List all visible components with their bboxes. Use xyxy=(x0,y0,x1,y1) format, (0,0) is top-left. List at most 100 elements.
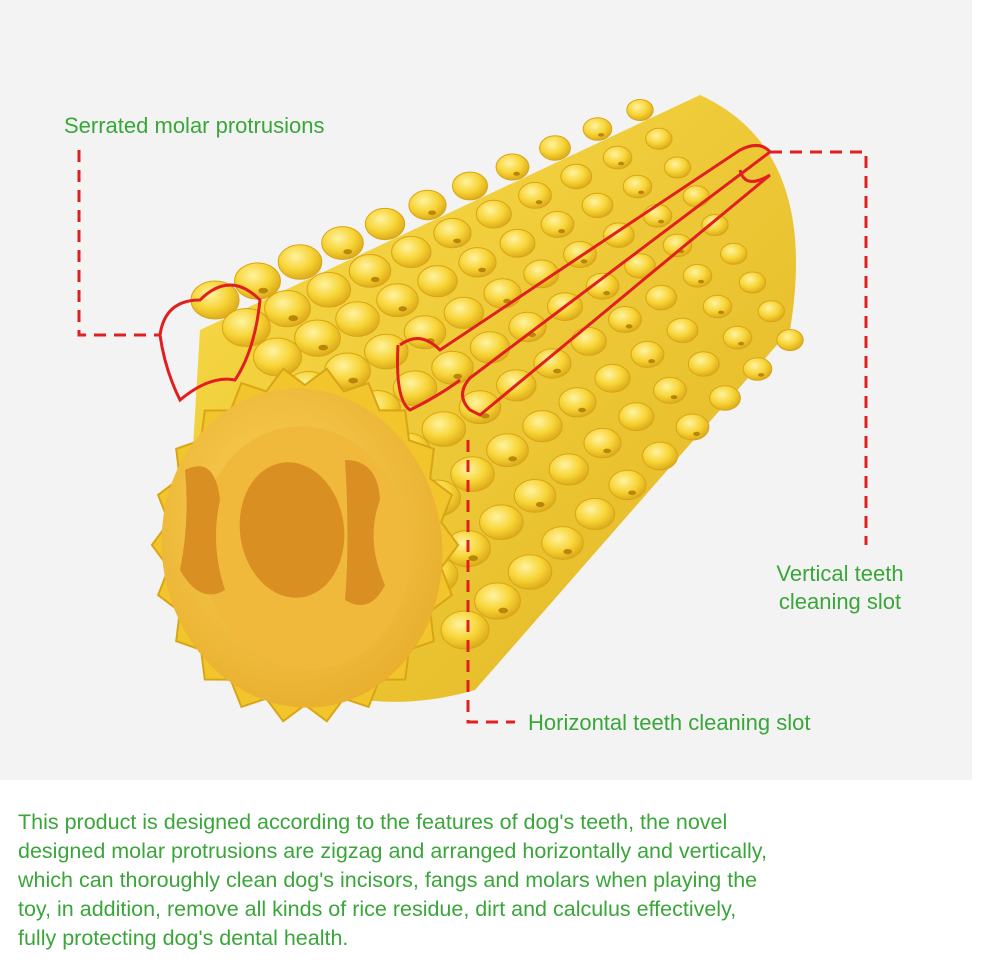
corn-kernel xyxy=(645,284,678,311)
corn-kernel xyxy=(757,300,785,323)
corn-kernel xyxy=(738,271,767,294)
corn-kernel xyxy=(403,315,447,350)
corn-kernel xyxy=(570,327,607,356)
corn-kernel xyxy=(653,376,687,404)
horizontal-slot-outline xyxy=(396,344,461,412)
corn-kernel xyxy=(486,433,529,468)
corn-kernel xyxy=(513,479,557,513)
corn-kernel xyxy=(602,145,633,170)
cleaning-slot-hole xyxy=(370,276,380,283)
cleaning-slot-hole xyxy=(318,344,329,351)
cleaning-slot-hole xyxy=(598,133,605,137)
cleaning-slot-hole xyxy=(603,291,610,296)
corn-kernel xyxy=(294,319,341,357)
cleaning-slot-hole xyxy=(343,249,353,255)
callout-vertical-line2: cleaning slot xyxy=(778,589,902,614)
cleaning-slot-hole xyxy=(698,279,705,284)
corn-kernel xyxy=(626,99,654,121)
corn-kernel xyxy=(642,203,673,228)
leader-lines xyxy=(77,150,868,724)
corn-kernel xyxy=(608,306,642,333)
cleaning-slot-hole xyxy=(453,238,461,244)
cleaning-slot-hole xyxy=(693,431,700,436)
corn-kernel xyxy=(585,272,620,300)
leader-serrated xyxy=(77,150,160,337)
corn-kernel xyxy=(594,363,631,393)
corn-kernel xyxy=(642,441,678,471)
corn-kernel xyxy=(408,189,447,221)
corn-kernel xyxy=(421,411,467,447)
callout-vertical-line1: Vertical teeth xyxy=(776,561,904,586)
corn-kernel xyxy=(608,469,647,501)
cleaning-slot-hole xyxy=(398,306,408,312)
cleaning-slot-hole xyxy=(348,377,359,384)
cleaning-slot-hole xyxy=(648,359,655,364)
cleaning-slot-hole xyxy=(758,373,765,377)
corn-kernel xyxy=(645,127,673,150)
description-line: toy, in addition, remove all kinds of ri… xyxy=(18,897,737,921)
corn-kernel xyxy=(391,235,432,269)
corn-kernel xyxy=(433,217,472,249)
corn-kernel xyxy=(474,582,521,620)
cleaning-slot-hole xyxy=(563,549,572,555)
corn-kernel xyxy=(518,181,552,209)
cleaning-slot-hole xyxy=(468,555,479,562)
corn-kernel xyxy=(602,222,635,248)
corn-kernel xyxy=(264,290,311,328)
corn-kernel xyxy=(277,244,323,280)
corn-kernel xyxy=(540,210,575,238)
leader-vertical xyxy=(770,150,868,545)
corn-kernel xyxy=(522,410,563,443)
corn-kernel xyxy=(675,413,710,441)
cleaning-slot-hole xyxy=(478,267,486,273)
corn-chew-toy-illustration xyxy=(77,95,868,724)
cleaning-slot-hole xyxy=(670,395,678,400)
corn-kernel xyxy=(662,233,693,258)
cleaning-slot-hole xyxy=(480,413,490,419)
cleaning-slot-hole xyxy=(580,259,588,264)
corn-kernel xyxy=(499,228,536,258)
corn-kernel xyxy=(495,153,530,181)
corn-kernel xyxy=(548,453,589,486)
corn-kernel xyxy=(720,242,748,265)
corn-kernel xyxy=(348,254,392,288)
description-line: fully protecting dog's dental health. xyxy=(18,926,349,950)
corn-kernel xyxy=(321,226,364,260)
corn-kernel xyxy=(469,331,511,364)
corn-kernel xyxy=(622,174,653,199)
corn-kernel xyxy=(475,199,512,229)
callout-serrated-molar-protrusions: Serrated molar protrusions xyxy=(64,113,325,138)
serrated-protrusion-outline xyxy=(158,283,262,403)
corn-kernel xyxy=(253,337,302,377)
cleaning-slot-hole xyxy=(428,210,436,216)
corn-kernel xyxy=(701,214,729,236)
cleaning-slot-hole xyxy=(603,448,611,454)
corn-kernel xyxy=(443,296,484,329)
corn-kernel xyxy=(450,456,495,492)
corn-kernel xyxy=(682,263,713,288)
cleaning-slot-hole xyxy=(508,456,517,462)
cleaning-slot-hole xyxy=(258,287,269,294)
corn-kernel xyxy=(776,329,804,351)
corn-kernel xyxy=(376,283,419,318)
corn-end-face xyxy=(150,367,460,723)
callout-vertical-cleaning-slot: Vertical teeth cleaning slot xyxy=(752,560,928,616)
cleaning-slot-hole xyxy=(628,490,636,496)
corn-kernel xyxy=(581,192,614,219)
corn-kernel xyxy=(687,351,720,377)
cleaning-slot-hole xyxy=(638,190,645,195)
corn-kernel xyxy=(458,247,497,278)
cleaning-slot-hole xyxy=(535,501,545,508)
cleaning-slot-hole xyxy=(618,161,625,166)
corn-kernel xyxy=(541,526,584,560)
cleaning-slot-hole xyxy=(718,310,725,315)
corn-kernel xyxy=(364,333,409,370)
corn-kernel xyxy=(582,117,613,141)
product-image-panel: Serrated molar protrusions Vertical teet… xyxy=(0,0,972,780)
cleaning-slot-hole xyxy=(535,200,543,205)
corn-kernel xyxy=(682,185,710,208)
corn-kernel xyxy=(539,135,571,161)
corn-kernel xyxy=(583,427,622,459)
corn-kernel xyxy=(392,370,438,407)
corn-kernel xyxy=(335,301,380,337)
